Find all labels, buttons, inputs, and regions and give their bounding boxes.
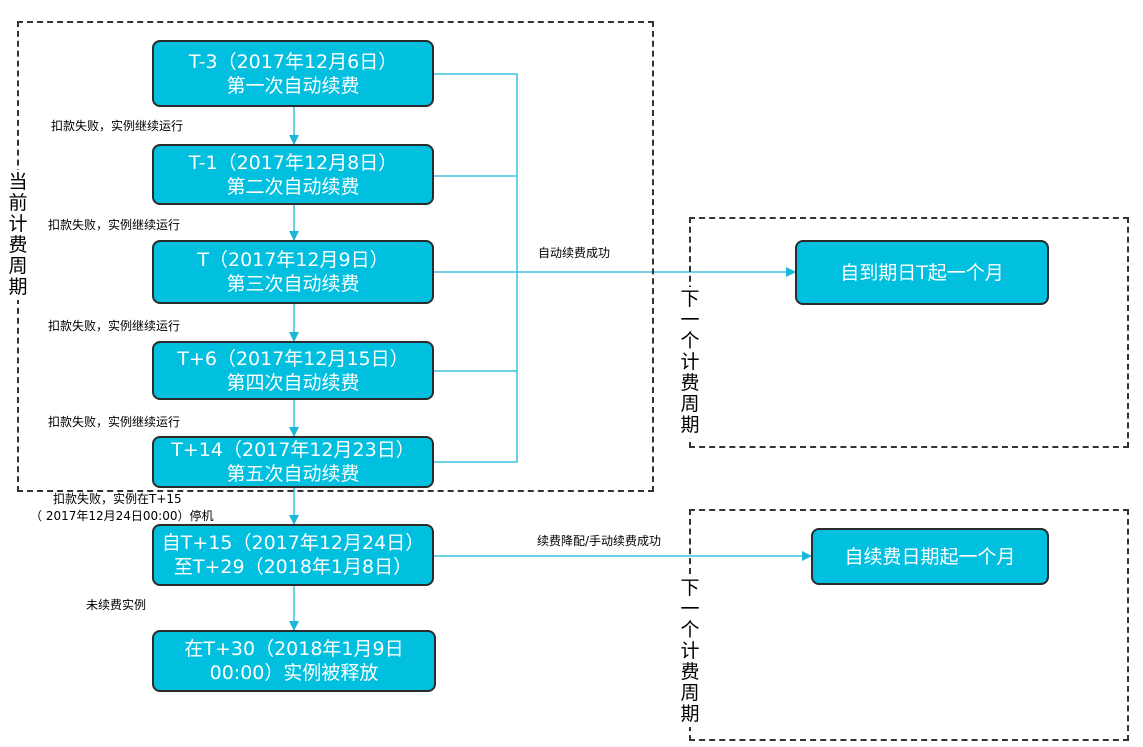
fourth-auto-renew-box: T+6（2017年12月15日）第四次自动续费: [152, 341, 434, 400]
fail-label-1: 扣款失败，实例继续运行: [51, 119, 184, 133]
fail-label-3: 扣款失败，实例继续运行: [48, 319, 181, 333]
fail-label-4: 扣款失败，实例继续运行: [48, 415, 181, 429]
first-auto-renew-box: T-3（2017年12月6日）第一次自动续费: [152, 40, 434, 107]
bus-b1: [433, 73, 518, 272]
second-auto-renew-box: T-1（2017年12月8日）第二次自动续费: [152, 144, 434, 205]
third-auto-renew-box: T（2017年12月9日）第三次自动续费: [152, 240, 434, 304]
current-period-label: 当前计费周期: [7, 170, 29, 300]
manual-success-label: 续费降配/手动续费成功: [537, 534, 662, 548]
fail-suspend-label-1: 扣款失败，实例在T+15: [53, 492, 182, 506]
not-renewed-label: 未续费实例: [86, 598, 147, 612]
fifth-auto-renew-box: T+14（2017年12月23日）第五次自动续费: [152, 436, 434, 488]
fail-suspend-label-2: （ 2017年12月24日00:00）停机: [30, 509, 214, 523]
auto-success-label: 自动续费成功: [538, 246, 611, 260]
next-period-label-1: 下一个计费周期: [679, 287, 701, 438]
auto-renew-result-box: 自到期日T起一个月: [795, 240, 1049, 305]
next-period-label-2: 下一个计费周期: [679, 576, 701, 727]
fail-label-2: 扣款失败，实例继续运行: [48, 218, 181, 232]
bus-b5: [433, 371, 518, 463]
manual-renew-result-box: 自续费日期起一个月: [811, 528, 1049, 585]
suspended-period-box: 自T+15（2017年12月24日）至T+29（2018年1月8日）: [152, 524, 434, 586]
